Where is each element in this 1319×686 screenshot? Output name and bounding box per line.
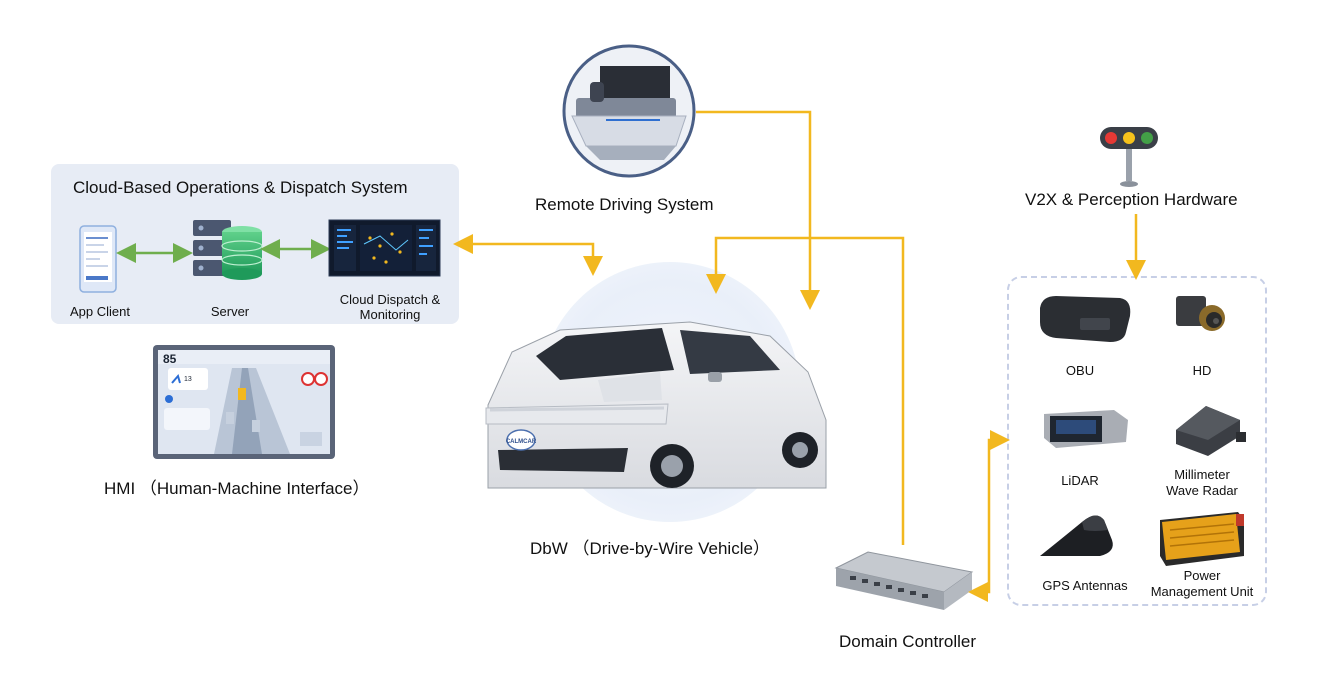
millimeter-wave-radar-icon <box>1176 406 1246 456</box>
power-label-line2: Management Unit <box>1150 584 1254 599</box>
server-icon <box>193 220 263 280</box>
dispatch-label-line1: Cloud Dispatch & <box>339 292 441 307</box>
radar-label: Millimeter Wave Radar <box>1150 467 1254 499</box>
app-client-label: App Client <box>70 304 130 319</box>
power-label: Power Management Unit <box>1140 568 1264 600</box>
app-client-icon <box>79 225 117 293</box>
power-label-line1: Power <box>1183 568 1221 583</box>
domain-controller-icon <box>834 551 974 610</box>
traffic-light-icon <box>1100 127 1158 187</box>
hmi-label: HMI （Human-Machine Interface） <box>104 479 370 498</box>
hmi-turn-distance: 13 <box>184 376 192 383</box>
gps-label: GPS Antennas <box>1042 578 1128 593</box>
v2x-label: V2X & Perception Hardware <box>1025 190 1238 209</box>
power-management-unit-icon <box>1160 512 1244 566</box>
lidar-icon <box>1044 410 1128 448</box>
controller-v2x-connector <box>968 430 1010 602</box>
dispatch-monitor-icon <box>328 219 441 277</box>
server-label: Server <box>210 304 250 319</box>
connectors <box>453 110 1146 602</box>
radar-label-line1: Millimeter <box>1174 467 1230 482</box>
hmi-speed-readout: 85 <box>163 352 177 366</box>
hd-camera-icon <box>1176 296 1225 331</box>
remote-driving-label: Remote Driving System <box>535 195 714 214</box>
gps-antenna-icon <box>1040 515 1113 556</box>
vehicle-label: DbW （Drive-by-Wire Vehicle） <box>530 539 770 558</box>
hd-label: HD <box>1192 363 1212 378</box>
hmi-tablet-icon <box>153 345 335 459</box>
drive-by-wire-vehicle-icon <box>485 321 827 489</box>
dispatch-label-line2: Monitoring <box>359 307 421 322</box>
cloud-vehicle-connector <box>453 234 603 276</box>
obu-label: OBU <box>1065 363 1095 378</box>
domain-controller-label: Domain Controller <box>839 632 976 651</box>
controller-vehicle-connector <box>706 236 905 545</box>
radar-label-line2: Wave Radar <box>1166 483 1238 498</box>
obu-icon <box>1040 296 1131 342</box>
dispatch-label: Cloud Dispatch & Monitoring <box>330 292 450 322</box>
lidar-label: LiDAR <box>1061 473 1099 488</box>
vehicle-badge-text: CALMCAR <box>506 439 537 445</box>
cloud-panel-title: Cloud-Based Operations & Dispatch System <box>73 178 408 197</box>
remote-driving-simulator-icon <box>562 44 696 178</box>
